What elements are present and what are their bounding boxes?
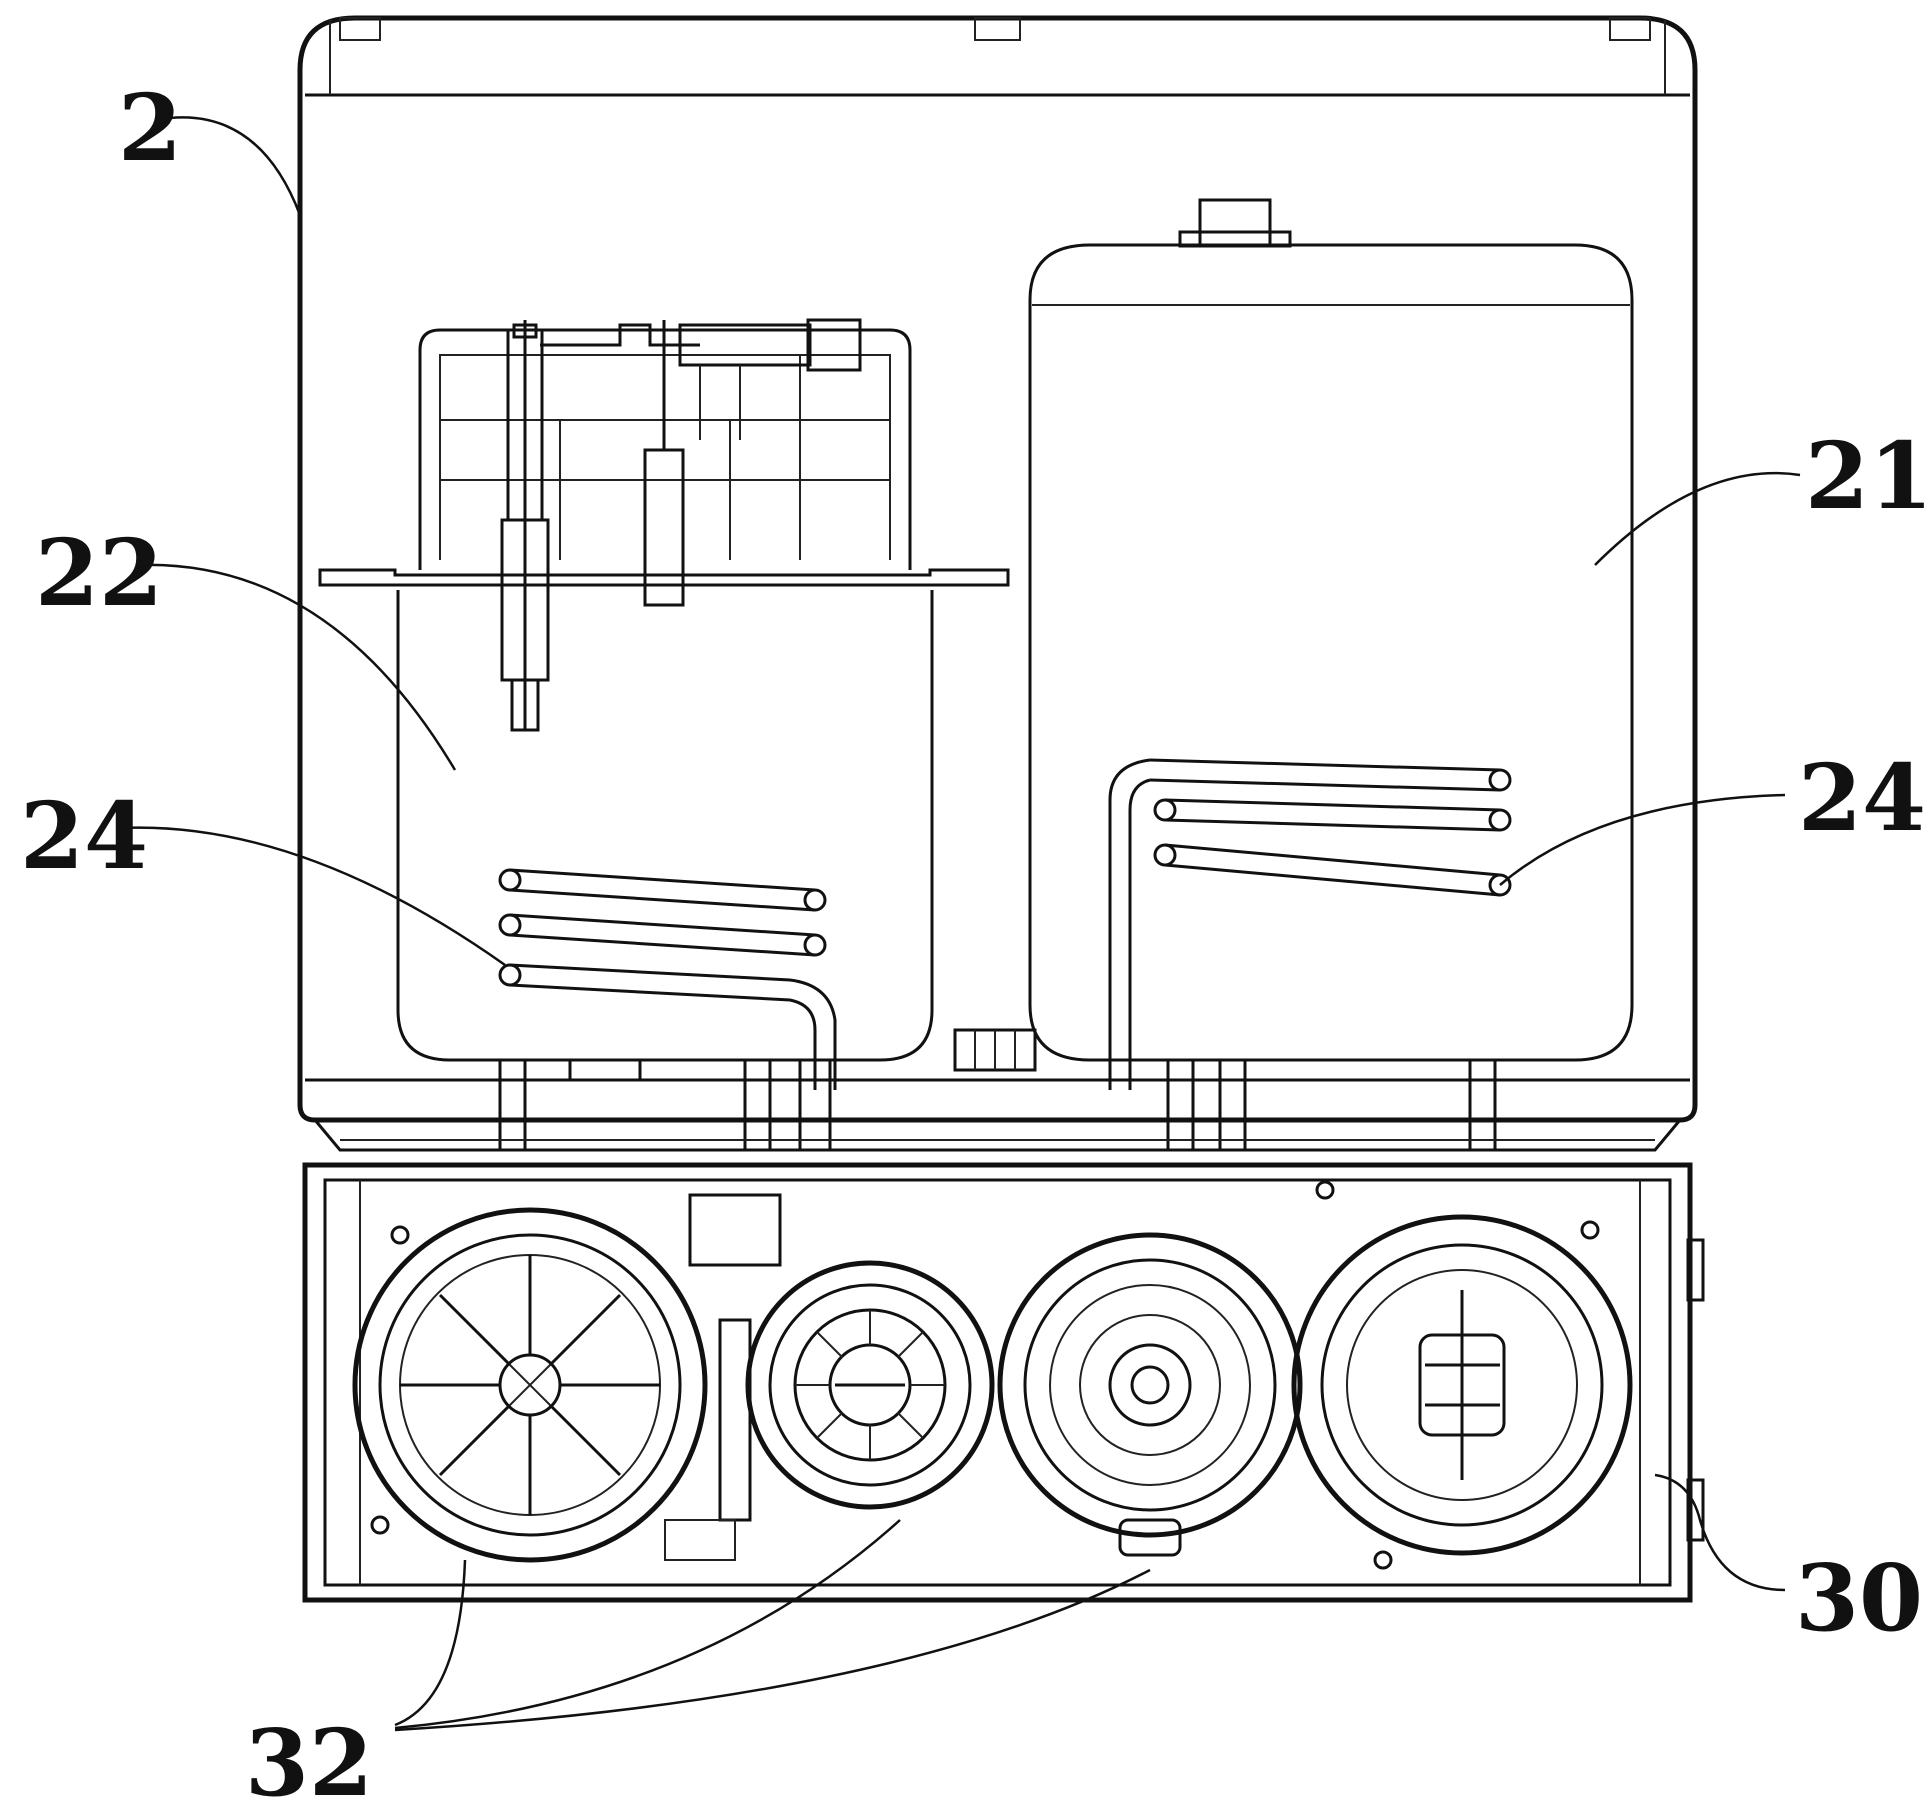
label-housing: 2 — [118, 74, 182, 182]
fan-2 — [745, 1260, 995, 1510]
label-fan-box: 30 — [1795, 1544, 1923, 1652]
left-tank — [318, 318, 1010, 1090]
upper-housing — [297, 15, 1698, 1123]
label-coil-left: 24 — [20, 782, 148, 890]
label-tank-left: 22 — [35, 519, 163, 627]
fan-4 — [1291, 1214, 1633, 1556]
right-tank — [1028, 198, 1634, 1090]
fan-3 — [997, 1232, 1303, 1557]
label-coil-right: 24 — [1798, 744, 1926, 852]
fan-1 — [352, 1207, 708, 1563]
fan-box-internals — [370, 1180, 1600, 1570]
fan-box — [302, 1162, 1705, 1603]
pipe-connectors — [498, 1028, 1497, 1152]
callout-labels: 2 22 24 21 24 30 32 — [20, 74, 1931, 1811]
left-heating-coil — [498, 868, 837, 1090]
right-heating-coil — [1108, 758, 1512, 1090]
housing-base — [313, 1119, 1682, 1152]
label-tank-right: 21 — [1805, 422, 1931, 530]
label-fans: 32 — [245, 1709, 373, 1811]
leader-lines — [119, 116, 1801, 1732]
